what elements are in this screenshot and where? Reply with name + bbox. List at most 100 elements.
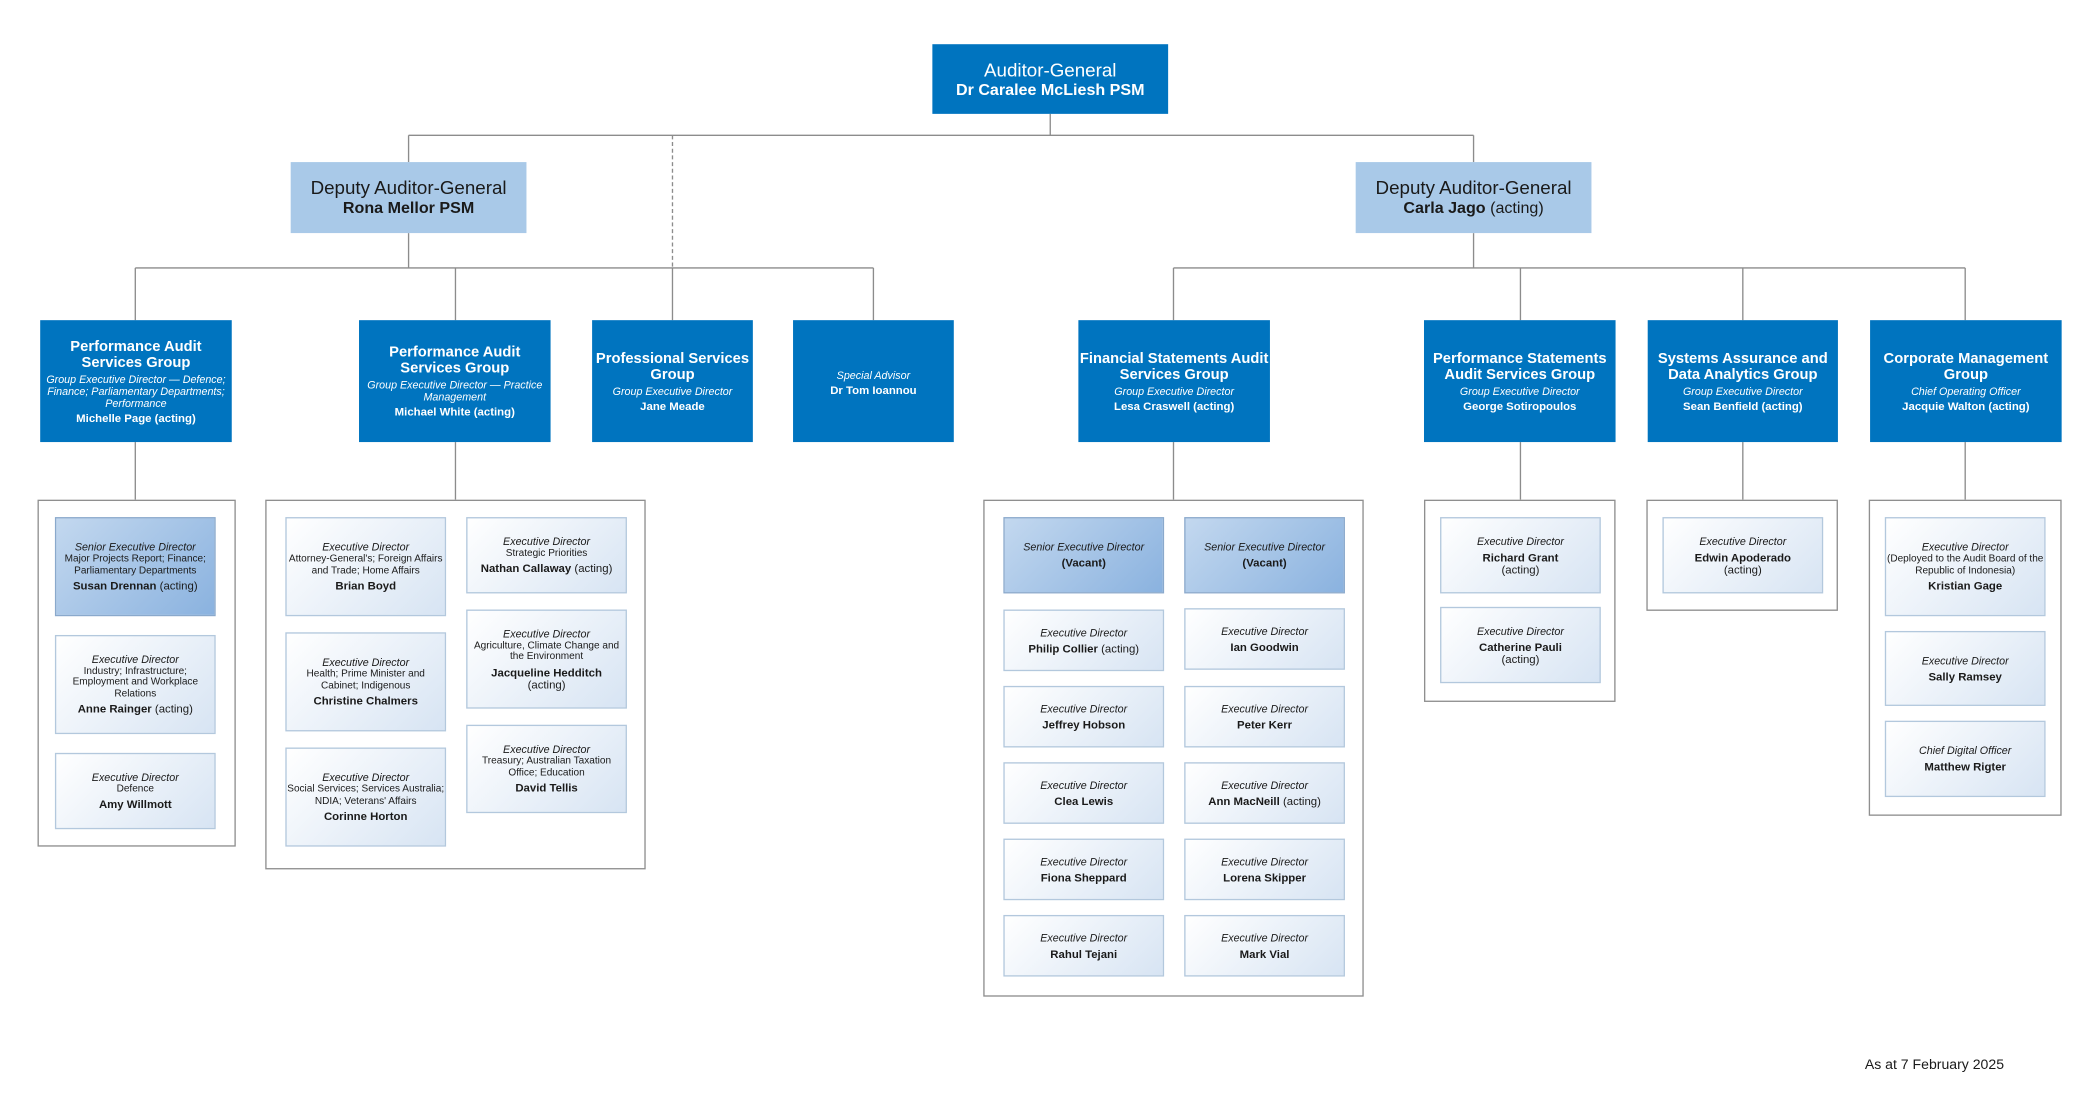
director-role: Executive Director — [503, 743, 591, 756]
director-area: Strategic Priorities — [505, 546, 588, 559]
director-name: Matthew Rigter — [1924, 759, 2006, 773]
director-card: Executive Director Sally Ramsey — [1884, 630, 2046, 706]
director-card: Senior Executive Director Major Projects… — [54, 517, 216, 617]
deputy-role: Deputy Auditor-General — [1375, 176, 1572, 199]
director-card: Executive Director Edwin Apoderado (acti… — [1662, 517, 1824, 594]
director-card: Senior Executive Director (Vacant) — [1184, 517, 1345, 594]
director-role: Executive Director — [322, 541, 410, 554]
director-card: Senior Executive Director (Vacant) — [1003, 517, 1165, 594]
director-role: Executive Director — [1921, 654, 2009, 667]
group-head-name: Jane Meade — [640, 398, 705, 412]
group-role: Chief Operating Officer — [1911, 385, 2021, 398]
advisor-role: Special Advisor — [836, 369, 911, 382]
group-role: Group Executive Director — Defence; Fina… — [46, 373, 226, 410]
director-role: Executive Director — [1040, 702, 1128, 715]
group-title: Corporate Management Group — [1883, 350, 2049, 383]
director-name: Jacqueline Hedditch — [491, 665, 602, 679]
director-card: Executive Director Mark Vial — [1184, 914, 1345, 977]
director-card: Executive Director Fiona Sheppard — [1003, 838, 1165, 901]
group-box-systems-assurance: Systems Assurance and Data Analytics Gro… — [1647, 320, 1838, 443]
deputy-auditor-general-box-2: Deputy Auditor-General Carla Jago (actin… — [1355, 162, 1592, 234]
director-note: (acting) — [1501, 651, 1540, 666]
director-card: Executive Director Richard Grant (acting… — [1440, 517, 1601, 594]
group-head-name: Sean Benfield (acting) — [1683, 398, 1803, 412]
auditor-general-box: Auditor-General Dr Caralee McLiesh PSM — [932, 44, 1169, 114]
director-area: Defence — [116, 781, 155, 795]
director-note: (acting) — [527, 677, 566, 691]
director-role: Executive Director — [1040, 931, 1128, 944]
group-box-performance-statements: Performance Statements Audit Services Gr… — [1423, 320, 1616, 443]
director-role: Executive Director — [1040, 778, 1128, 792]
director-card: Executive Director Lorena Skipper — [1184, 838, 1345, 901]
group-role: Group Executive Director — [612, 385, 733, 398]
group-title: Performance Audit Services Group — [389, 344, 521, 377]
director-name: Amy Willmott — [98, 797, 172, 811]
director-role: Executive Director — [1221, 778, 1309, 792]
group-box-performance-audit-1: Performance Audit Services Group Group E… — [40, 320, 232, 443]
as-at-date: As at 7 February 2025 — [1864, 1056, 2005, 1074]
director-area: Attorney-General's; Foreign Affairs and … — [288, 551, 443, 576]
director-role: Executive Director — [1476, 624, 1564, 637]
director-role: Executive Director — [1699, 535, 1787, 548]
director-role: Executive Director — [1221, 702, 1309, 715]
director-role: Executive Director — [1221, 624, 1309, 637]
group-box-professional-services: Professional Services Group Group Execut… — [592, 320, 753, 443]
director-card: Executive Director (Deployed to the Audi… — [1884, 517, 2046, 617]
director-name: Lorena Skipper — [1223, 870, 1307, 884]
director-card: Executive Director Health; Prime Ministe… — [285, 632, 447, 732]
director-area: Industry; Infrastructure; Employment and… — [72, 664, 199, 699]
director-role: Executive Director — [1040, 855, 1128, 868]
group-role: Group Executive Director — [1682, 385, 1803, 398]
director-area: (Deployed to the Audit Board of the Repu… — [1886, 551, 2044, 576]
group-head-name: Jacquie Walton (acting) — [1902, 398, 2030, 412]
director-name: Kristian Gage — [1928, 578, 2003, 593]
auditor-general-name: Dr Caralee McLiesh PSM — [955, 79, 1145, 99]
director-name: Rahul Tejani — [1050, 946, 1118, 960]
director-card: Executive Director Ian Goodwin — [1184, 608, 1345, 670]
director-note: (acting) — [1501, 561, 1540, 576]
director-area: Treasury; Australian Taxation Office; Ed… — [482, 754, 612, 778]
director-name: Mark Vial — [1239, 946, 1290, 960]
group-role: Group Executive Director — [1459, 385, 1580, 398]
group-head-name: George Sotiropoulos — [1463, 398, 1577, 412]
director-role: Senior Executive Director — [1023, 541, 1145, 554]
director-name: Catherine Pauli — [1478, 639, 1562, 654]
director-card: Chief Digital Officer Matthew Rigter — [1884, 720, 2046, 798]
director-name: Jeffrey Hobson — [1042, 717, 1126, 731]
director-card: Executive Director Philip Collier (actin… — [1003, 609, 1165, 672]
director-name: Christine Chalmers — [313, 693, 418, 708]
director-area: Major Projects Report; Finance; Parliame… — [64, 551, 206, 576]
director-card: Executive Director Rahul Tejani — [1003, 914, 1165, 977]
special-advisor-box: Special Advisor Dr Tom Ioannou — [793, 320, 954, 443]
group-title: Financial Statements Audit Services Grou… — [1079, 350, 1269, 383]
director-card: Executive Director Catherine Pauli (acti… — [1440, 606, 1601, 684]
director-name: Richard Grant — [1482, 549, 1559, 564]
director-area: Agriculture, Climate Change and the Envi… — [473, 638, 620, 662]
director-name: Nathan Callaway (acting) — [480, 561, 613, 576]
director-role: Executive Director — [503, 627, 591, 640]
director-name: Ann MacNeill (acting) — [1208, 793, 1321, 808]
director-role: Executive Director — [322, 771, 410, 784]
director-name: Ian Goodwin — [1230, 639, 1299, 654]
group-title: Professional Services Group — [595, 350, 750, 383]
group-head-name: Lesa Craswell (acting) — [1114, 398, 1235, 412]
director-role: Senior Executive Director — [1204, 541, 1326, 554]
director-name: David Tellis — [515, 780, 578, 795]
director-name: Edwin Apoderado — [1694, 549, 1792, 564]
group-title: Performance Audit Services Group — [70, 338, 202, 371]
deputy-role: Deputy Auditor-General — [310, 176, 507, 199]
group-title: Systems Assurance and Data Analytics Gro… — [1657, 350, 1828, 383]
group-box-performance-audit-2: Performance Audit Services Group Group E… — [359, 320, 551, 443]
director-name: Anne Rainger (acting) — [77, 702, 193, 716]
director-role: Executive Director — [91, 653, 179, 666]
director-card: Executive Director Defence Amy Willmott — [54, 752, 216, 830]
director-card: Executive Director Ann MacNeill (acting) — [1184, 762, 1345, 824]
director-name: Peter Kerr — [1237, 717, 1293, 731]
director-role: Executive Director — [503, 535, 591, 548]
group-box-financial-statements: Financial Statements Audit Services Grou… — [1078, 320, 1270, 443]
deputy-name: Rona Mellor PSM — [342, 198, 475, 218]
director-role: Executive Director — [1476, 535, 1564, 548]
director-name: Brian Boyd — [335, 578, 397, 593]
